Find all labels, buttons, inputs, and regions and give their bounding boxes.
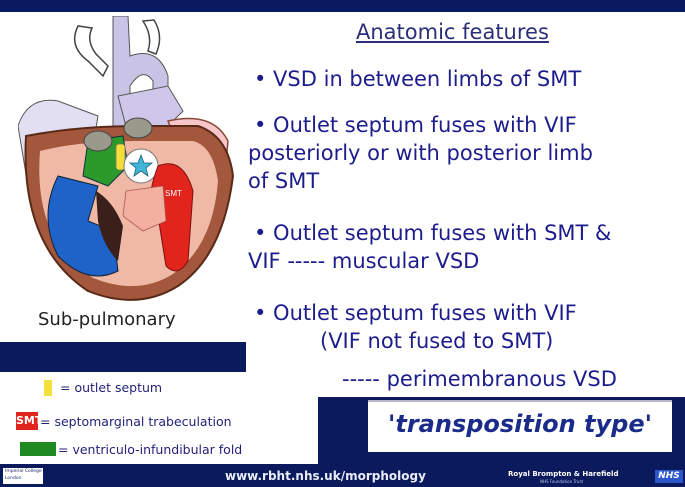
bullet-line-8: (VIF not fused to SMT): [320, 328, 553, 354]
legend-smt-text: = septomarginal trabeculation: [40, 414, 232, 429]
heart-diagram: SMT: [18, 16, 243, 306]
footer-org: Royal Brompton & Harefield: [508, 470, 618, 478]
bullet-line-7: • Outlet septum fuses with VIF: [254, 300, 577, 326]
imperial-line-1: Imperial College: [5, 468, 43, 475]
outlet-swatch: [44, 380, 52, 396]
bullet-line-2: • Outlet septum fuses with VIF: [254, 112, 577, 138]
nhs-logo: NHS: [655, 470, 683, 483]
bullet-line-1: • VSD in between limbs of SMT: [254, 66, 581, 92]
legend-outlet-text: = outlet septum: [60, 380, 162, 395]
smt-label: SMT: [165, 189, 182, 198]
bullet-line-9: ----- perimembranous VSD: [342, 366, 617, 392]
page-title: Anatomic features: [356, 20, 549, 44]
transposition-label: 'transposition type': [388, 410, 652, 438]
bullet-line-4: of SMT: [248, 168, 319, 194]
bullet-line-6: VIF ----- muscular VSD: [248, 248, 479, 274]
smt-badge: SMT: [16, 412, 38, 430]
footer-org-sub: NHS Foundation Trust: [540, 479, 583, 484]
bullet-line-3: posteriorly or with posterior limb: [248, 140, 593, 166]
bullet-line-5: • Outlet septum fuses with SMT &: [254, 220, 611, 246]
imperial-logo: Imperial College London: [3, 468, 43, 484]
heart-caption: Sub-pulmonary: [38, 309, 176, 330]
footer-url[interactable]: www.rbht.nhs.uk/morphology: [225, 469, 426, 483]
pulmonary-valve: [84, 131, 112, 151]
transposition-box: 'transposition type': [368, 400, 672, 452]
navy-band: [0, 342, 246, 372]
vif-swatch: [20, 442, 56, 456]
aortic-valve: [124, 118, 152, 138]
legend-vif-text: = ventriculo-infundibular fold: [58, 442, 242, 457]
legend: = outlet septum SMT = septomarginal trab…: [0, 372, 318, 464]
imperial-line-2: London: [5, 475, 43, 482]
